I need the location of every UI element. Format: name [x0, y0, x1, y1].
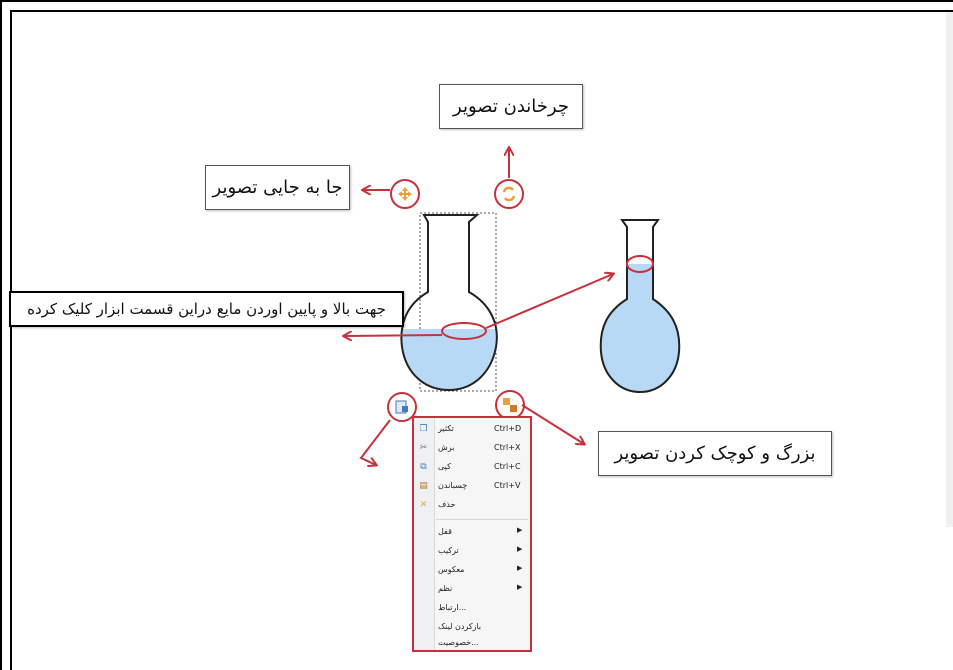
menu-item-shortcut: Ctrl+X	[494, 443, 521, 452]
move-callout: جا به جایی تصویر	[205, 165, 350, 210]
paste-icon: ▤	[419, 481, 428, 491]
menu-icon-gutter	[414, 418, 435, 650]
menu-item-flip[interactable]: معکوس ▶	[414, 561, 530, 580]
flask-selected[interactable]	[397, 214, 507, 399]
menu-item-label: نظم	[438, 584, 453, 593]
resize-arrow	[521, 404, 584, 444]
liquid-level-callout: جهت بالا و پایین اوردن مایع دراین قسمت ا…	[9, 291, 404, 327]
menu-item-label: بازکردن لینک	[438, 622, 482, 631]
menu-item-label: ترکیب	[438, 546, 459, 555]
menu-item-paste[interactable]: ▤ چسباندن Ctrl+V	[414, 477, 530, 496]
context-menu-handle[interactable]	[387, 392, 417, 422]
rotate-callout: چرخاندن تصویر	[439, 84, 583, 129]
scrollbar-track[interactable]	[946, 12, 953, 527]
resize-handle[interactable]	[495, 390, 525, 420]
menu-item-properties[interactable]: ...خصوصیت	[414, 634, 530, 653]
menu-item-open-link[interactable]: بازکردن لینک	[414, 618, 530, 637]
top-border-line	[12, 10, 953, 12]
liquid-level-handle[interactable]	[441, 322, 487, 340]
menu-item-label: ...خصوصیت	[438, 638, 479, 647]
menu-item-link[interactable]: ...ارتباط	[414, 599, 530, 618]
menu-item-combine[interactable]: ترکیب ▶	[414, 542, 530, 561]
rotate-handle[interactable]	[494, 179, 524, 209]
scissors-icon: ✂	[419, 443, 428, 453]
move-handle[interactable]	[390, 179, 420, 209]
menu-item-label: معکوس	[438, 565, 465, 574]
selection-box[interactable]	[419, 212, 497, 392]
submenu-arrow-icon: ▶	[517, 526, 523, 534]
menu-item-duplicate[interactable]: ❐ تکثیر Ctrl+D	[414, 420, 530, 439]
menu-item-copy[interactable]: ⧉ کپی Ctrl+C	[414, 458, 530, 477]
liquid-level-marker	[626, 255, 654, 273]
duplicate-icon: ❐	[419, 424, 428, 434]
menu-item-shortcut: Ctrl+V	[494, 481, 521, 490]
menu-separator	[436, 519, 528, 520]
menu-item-shortcut: Ctrl+C	[494, 462, 521, 471]
copy-icon: ⧉	[420, 462, 427, 472]
context-menu-arrow	[359, 419, 391, 465]
menu-item-order[interactable]: نظم ▶	[414, 580, 530, 599]
menu-item-label: قفل	[438, 527, 452, 536]
menu-item-delete[interactable]: ✕ حذف	[414, 496, 530, 515]
delete-icon: ✕	[419, 500, 428, 510]
submenu-arrow-icon: ▶	[517, 564, 523, 572]
context-menu: ❐ تکثیر Ctrl+D ✂ برش Ctrl+X ⧉ کپی Ctrl+C…	[412, 416, 532, 652]
menu-item-lock[interactable]: قفل ▶	[414, 523, 530, 542]
liquid-arrow-to-example	[485, 274, 613, 329]
menu-item-label: چسباندن	[438, 481, 468, 490]
liquid-arrow-to-label	[344, 335, 443, 336]
menu-item-cut[interactable]: ✂ برش Ctrl+X	[414, 439, 530, 458]
left-border-line	[10, 10, 12, 670]
menu-item-label: حذف	[438, 500, 456, 509]
menu-item-label: کپی	[438, 462, 451, 471]
menu-item-shortcut: Ctrl+D	[494, 424, 522, 433]
resize-callout: بزرگ و کوچک کردن تصویر	[598, 431, 832, 476]
menu-item-label: تکثیر	[438, 424, 454, 433]
flask-example[interactable]	[597, 219, 687, 399]
menu-item-label: برش	[438, 443, 455, 452]
submenu-arrow-icon: ▶	[517, 545, 523, 553]
submenu-arrow-icon: ▶	[517, 583, 523, 591]
menu-item-label: ...ارتباط	[438, 603, 467, 612]
